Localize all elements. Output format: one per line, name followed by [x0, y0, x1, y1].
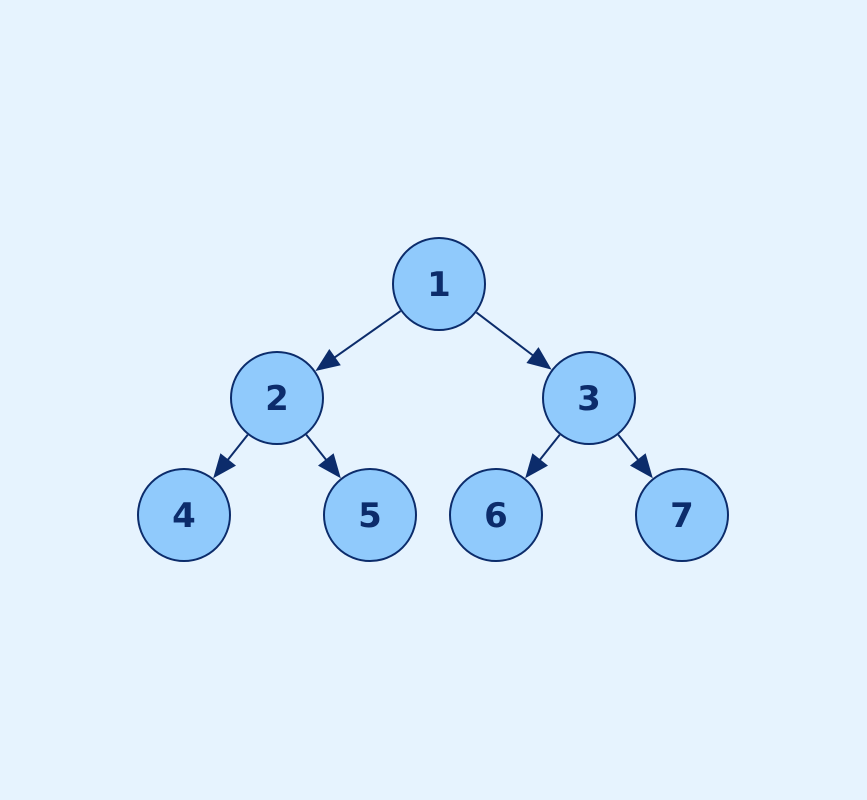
tree-node-2: 2	[230, 351, 324, 445]
edge-line	[538, 434, 561, 462]
node-circle	[449, 468, 543, 562]
node-circle	[323, 468, 417, 562]
tree-node-4: 4	[137, 468, 231, 562]
arrowhead	[526, 347, 552, 370]
node-label: 2	[265, 379, 289, 419]
edges-layer	[213, 310, 653, 479]
arrowhead	[315, 349, 341, 371]
edge-line	[226, 434, 249, 462]
edge-line	[305, 434, 328, 462]
node-label: 6	[484, 496, 508, 536]
edge-line	[332, 310, 402, 360]
node-label: 7	[670, 496, 694, 536]
edge-3-to-7	[617, 434, 653, 479]
edge-3-to-6	[525, 434, 561, 479]
node-circle	[392, 237, 486, 331]
node-label: 3	[577, 379, 601, 419]
arrowhead	[525, 453, 548, 479]
tree-node-3: 3	[542, 351, 636, 445]
node-circle	[137, 468, 231, 562]
tree-node-5: 5	[323, 468, 417, 562]
node-circle	[230, 351, 324, 445]
node-label: 1	[427, 265, 451, 305]
edge-line	[475, 311, 535, 358]
arrowhead	[318, 453, 341, 479]
tree-node-1: 1	[392, 237, 486, 331]
edge-1-to-3	[475, 311, 552, 370]
edge-line	[617, 434, 640, 462]
tree-node-7: 7	[635, 468, 729, 562]
edge-1-to-2	[315, 310, 402, 371]
node-label: 4	[172, 496, 196, 536]
node-circle	[542, 351, 636, 445]
arrowhead	[630, 453, 653, 479]
arrowhead	[213, 453, 236, 479]
node-label: 5	[358, 496, 382, 536]
edge-2-to-5	[305, 434, 341, 479]
tree-node-6: 6	[449, 468, 543, 562]
nodes-layer: 1 2 3 4 5 6 7	[137, 237, 729, 562]
node-circle	[635, 468, 729, 562]
edge-2-to-4	[213, 434, 249, 479]
